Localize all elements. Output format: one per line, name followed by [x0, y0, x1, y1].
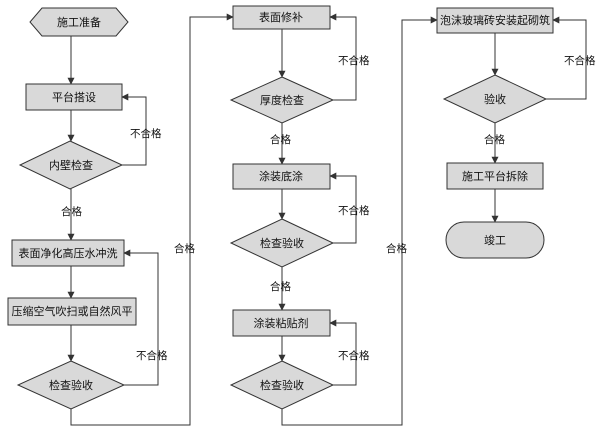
node-inspect-1-label: 检查验收: [49, 378, 93, 392]
node-complete-label: 竣工: [484, 233, 506, 247]
node-adhesive: 涂装粘贴剂: [232, 309, 331, 337]
edge-col2-col3: [281, 16, 438, 426]
node-prep: 施工准备: [29, 7, 129, 37]
node-foam-glass-label: 泡沫玻璃砖安装起砌筑: [440, 13, 550, 27]
node-inspect-2-label: 检查验收: [260, 236, 304, 250]
edge-inspect3-fail: [329, 319, 357, 386]
node-surface-repair-label: 表面修补: [259, 10, 303, 24]
edge-col1-col2: [70, 13, 234, 426]
node-adhesive-label: 涂装粘贴剂: [254, 316, 309, 330]
node-dismantle: 施工平台拆除: [446, 162, 544, 190]
label-fail-3: 不合格: [338, 54, 370, 67]
edge-wallcheck-fail: [121, 93, 147, 166]
node-wall-check: 内壁检查: [18, 140, 124, 190]
label-pass-3: 合格: [270, 133, 291, 146]
edge-accept-fail: [546, 16, 587, 100]
node-prep-label: 施工准备: [57, 15, 101, 29]
node-dismantle-label: 施工平台拆除: [462, 169, 528, 183]
node-thickness-label: 厚度检查: [260, 93, 304, 107]
node-accept: 验收: [442, 74, 548, 124]
label-pass-1: 合格: [61, 205, 82, 218]
node-surface-clean-label: 表面净化高压水冲洗: [19, 246, 118, 260]
node-foam-glass: 泡沫玻璃砖安装起砌筑: [436, 7, 554, 34]
node-surface-repair: 表面修补: [232, 5, 331, 30]
node-inspect-3: 检查验收: [229, 360, 335, 410]
node-inspect-3-label: 检查验收: [260, 378, 304, 392]
node-thickness: 厚度检查: [229, 76, 335, 124]
node-primer-label: 涂装底涂: [259, 169, 303, 183]
label-pass-2: 合格: [174, 242, 195, 255]
node-inspect-2: 检查验收: [229, 218, 335, 268]
node-primer: 涂装底涂: [232, 163, 331, 190]
label-fail-2: 不合格: [136, 349, 168, 362]
label-pass-5: 合格: [386, 242, 407, 255]
node-air-blow: 压缩空气吹扫或自然风平: [7, 297, 137, 326]
label-pass-6: 合格: [484, 133, 505, 146]
node-surface-clean: 表面净化高压水冲洗: [11, 239, 125, 267]
label-pass-4: 合格: [270, 280, 291, 293]
node-platform-label: 平台搭设: [52, 90, 96, 104]
node-inspect-1: 检查验收: [16, 360, 126, 410]
edge-inspect2-fail: [329, 172, 357, 244]
node-air-blow-label: 压缩空气吹扫或自然风平: [12, 304, 133, 318]
node-wall-check-label: 内壁检查: [49, 158, 93, 172]
node-platform: 平台搭设: [25, 83, 123, 111]
label-fail-6: 不合格: [564, 54, 596, 67]
label-fail-1: 不合格: [130, 127, 162, 140]
label-fail-4: 不合格: [338, 204, 370, 217]
label-fail-5: 不合格: [338, 349, 370, 362]
node-complete: 竣工: [445, 221, 545, 259]
edge-inspect1-fail: [123, 249, 159, 386]
node-accept-label: 验收: [484, 92, 506, 106]
edge-thickness-fail: [329, 13, 357, 101]
